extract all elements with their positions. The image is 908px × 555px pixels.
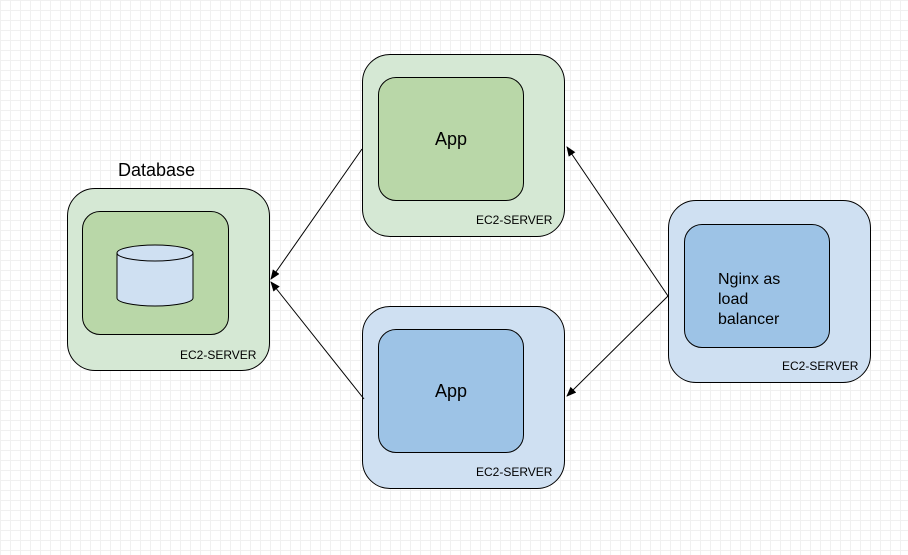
connector-lb-to-app-top <box>566 146 669 297</box>
connector-app-bottom-to-db <box>270 281 365 400</box>
load-balancer-line-2: load <box>718 291 749 308</box>
load-balancer-server-node[interactable]: Nginx as load balancer EC2-SERVER <box>668 200 871 383</box>
database-container <box>82 211 229 335</box>
load-balancer-server-label: EC2-SERVER <box>782 359 859 373</box>
load-balancer-label: Nginx as load balancer <box>718 270 780 330</box>
load-balancer-box: Nginx as load balancer <box>684 224 830 348</box>
app-server-bottom-node[interactable]: App EC2-SERVER <box>362 306 565 489</box>
database-server-node[interactable]: EC2-SERVER <box>67 188 270 371</box>
app-top-label: App <box>378 77 524 201</box>
database-title: Database <box>118 160 196 180</box>
app-bottom-server-label: EC2-SERVER <box>476 465 553 479</box>
database-server-label: EC2-SERVER <box>180 348 257 362</box>
connector-app-top-to-db <box>270 148 363 280</box>
load-balancer-line-1: Nginx as <box>718 271 781 288</box>
app-bottom-label: App <box>378 329 524 453</box>
app-top-server-label: EC2-SERVER <box>476 213 553 227</box>
connector-lb-to-app-bottom <box>566 295 669 397</box>
load-balancer-line-3: balancer <box>718 311 780 328</box>
app-server-top-node[interactable]: App EC2-SERVER <box>362 54 565 237</box>
